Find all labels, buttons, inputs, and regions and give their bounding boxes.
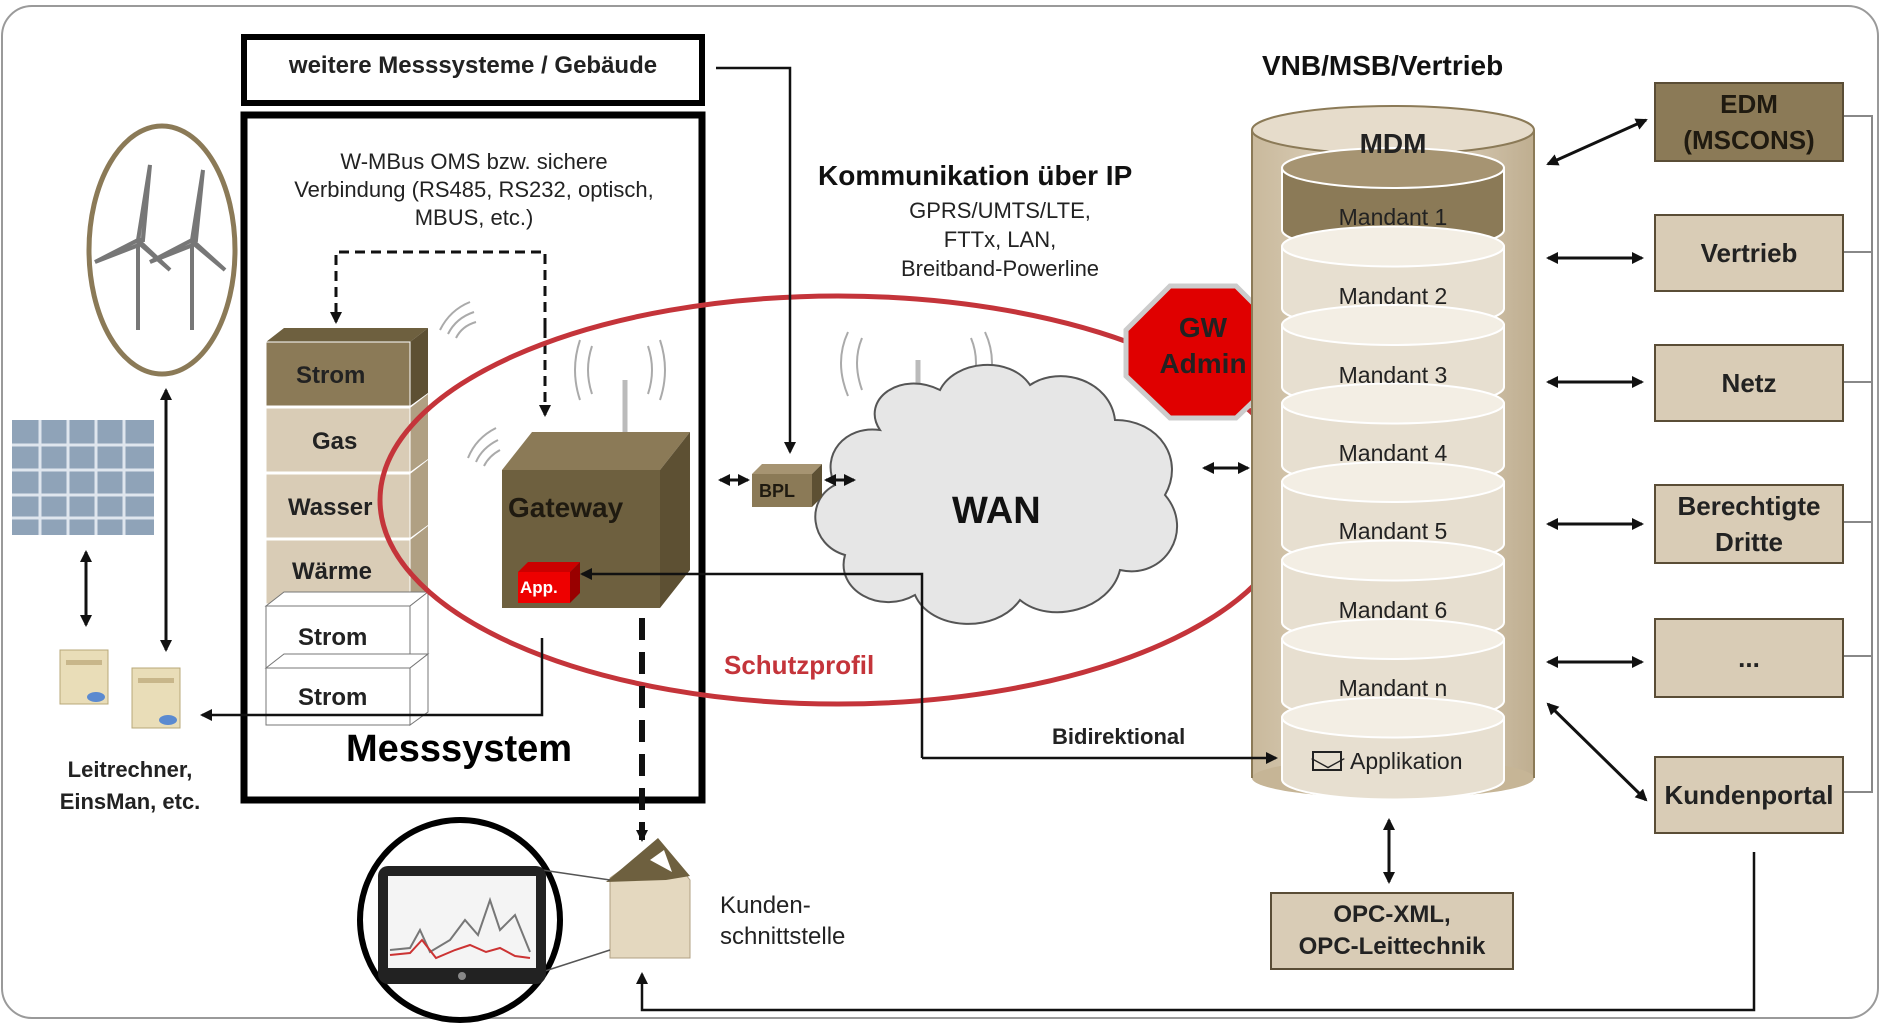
schutzprofil-label: Schutzprofil [724, 650, 875, 680]
opc-line: OPC-Leittechnik [1298, 933, 1486, 960]
solar-panel-icon [12, 420, 154, 535]
netz-box: Netz [1654, 344, 1844, 422]
server-icon [59, 649, 181, 729]
leitrechner-line: Leitrechner, [67, 757, 193, 782]
wmbus-line: Verbindung (RS485, RS232, optisch, [294, 177, 654, 202]
bpl-label: BPL [759, 481, 795, 501]
mandant-disk-top [1281, 618, 1505, 660]
berechtigte-line: Berechtigte [1677, 491, 1821, 521]
applikation-label: Applikation [1350, 748, 1463, 774]
protocol-item: FTTx, LAN, [943, 227, 1057, 252]
kunde-line: schnittstelle [720, 923, 846, 950]
mandant-n: Mandant n [1338, 675, 1448, 701]
gw-admin-label: GW Admin [1126, 310, 1280, 382]
bidirektional-label: Bidirektional [1052, 724, 1186, 749]
berechtigte-line: Dritte [1715, 527, 1783, 557]
opc-box: OPC-XML, OPC-Leittechnik [1270, 892, 1514, 970]
mail-icon [1311, 749, 1345, 771]
opc-line: OPC-XML, [1333, 901, 1451, 928]
edm-box: EDM (MSCONS) [1654, 82, 1844, 162]
gateway-label: Gateway [508, 492, 624, 523]
mandant-1: Mandant 1 [1338, 204, 1448, 230]
mandant-disk-top [1281, 304, 1505, 346]
leitrechner-line: EinsMan, etc. [59, 789, 201, 814]
mandant-disk-top [1281, 461, 1505, 503]
app-box [518, 562, 580, 603]
wind-turbine-icon [94, 164, 227, 330]
vnb-title: VNB/MSB/Vertrieb [1262, 50, 1504, 81]
meter-strom: Strom [296, 362, 366, 389]
mandant-5: Mandant 5 [1338, 518, 1448, 544]
kunde-line: Kunden- [720, 892, 811, 919]
applikation-row: Applikation [1311, 748, 1463, 775]
gw-admin-octagon [1123, 283, 1283, 421]
meter-strom-3: Strom [298, 684, 368, 711]
meter-wasser: Wasser [288, 494, 373, 521]
house-icon [606, 838, 691, 959]
gateway-cube [502, 432, 690, 608]
meter-waerme: Wärme [292, 558, 373, 585]
leitrechner-label: Leitrechner, EinsMan, etc. [30, 754, 230, 818]
tablet-icon [357, 817, 611, 1023]
meter-strom-2: Strom [298, 624, 368, 651]
mandant-6: Mandant 6 [1338, 597, 1448, 623]
wireless-waves-icon [439, 301, 993, 467]
mandant-disk-top [1281, 696, 1505, 739]
meter-gas: Gas [312, 428, 358, 455]
edm-line: (MSCONS) [1683, 125, 1815, 155]
wan-label: WAN [952, 490, 1041, 532]
protocol-item: Breitband-Powerline [900, 256, 1100, 281]
kundenportal-box: Kundenportal [1654, 756, 1844, 834]
app-label: App. [520, 578, 558, 597]
wan-cloud [814, 364, 1178, 625]
weitere-messsysteme-label: weitere Messsysteme / Gebäude [288, 52, 658, 79]
mandant-4: Mandant 4 [1338, 440, 1448, 466]
mandant-disks [1281, 147, 1505, 801]
more-box: ... [1654, 618, 1844, 698]
wmbus-description: W-MBus OMS bzw. sichere Verbindung (RS48… [262, 148, 686, 232]
mandant-3: Mandant 3 [1338, 362, 1448, 388]
mandant-disk-top [1281, 147, 1505, 189]
bpl-box [752, 464, 822, 507]
berechtigte-dritte-box: Berechtigte Dritte [1654, 484, 1844, 564]
kommunikation-title: Kommunikation über IP [818, 160, 1133, 191]
protocols-list: GPRS/UMTS/LTE, FTTx, LAN, Breitband-Powe… [850, 196, 1150, 283]
edm-line: EDM [1720, 89, 1778, 119]
wmbus-line: W-MBus OMS bzw. sichere [340, 149, 608, 174]
mandant-disk-top [1281, 225, 1505, 268]
gw-admin-line: Admin [1159, 348, 1247, 379]
protocol-item: GPRS/UMTS/LTE, [909, 198, 1091, 223]
kundenschnittstelle-label: Kunden- schnittstelle [720, 890, 845, 952]
mdm-label: MDM [1359, 128, 1427, 159]
mandant-disk [1281, 716, 1505, 801]
wmbus-line: MBUS, etc.) [414, 205, 534, 230]
outer-frame [1, 5, 1879, 1019]
mandant-2: Mandant 2 [1338, 283, 1448, 309]
gw-admin-line: GW [1178, 312, 1228, 343]
messsystem-title: Messsystem [346, 728, 573, 770]
mandant-disk-top [1281, 539, 1505, 582]
weitere-messsysteme-box [241, 34, 705, 106]
vertrieb-box: Vertrieb [1654, 214, 1844, 292]
mandant-disk-top [1281, 382, 1505, 425]
wind-turbine-frame [86, 123, 238, 377]
